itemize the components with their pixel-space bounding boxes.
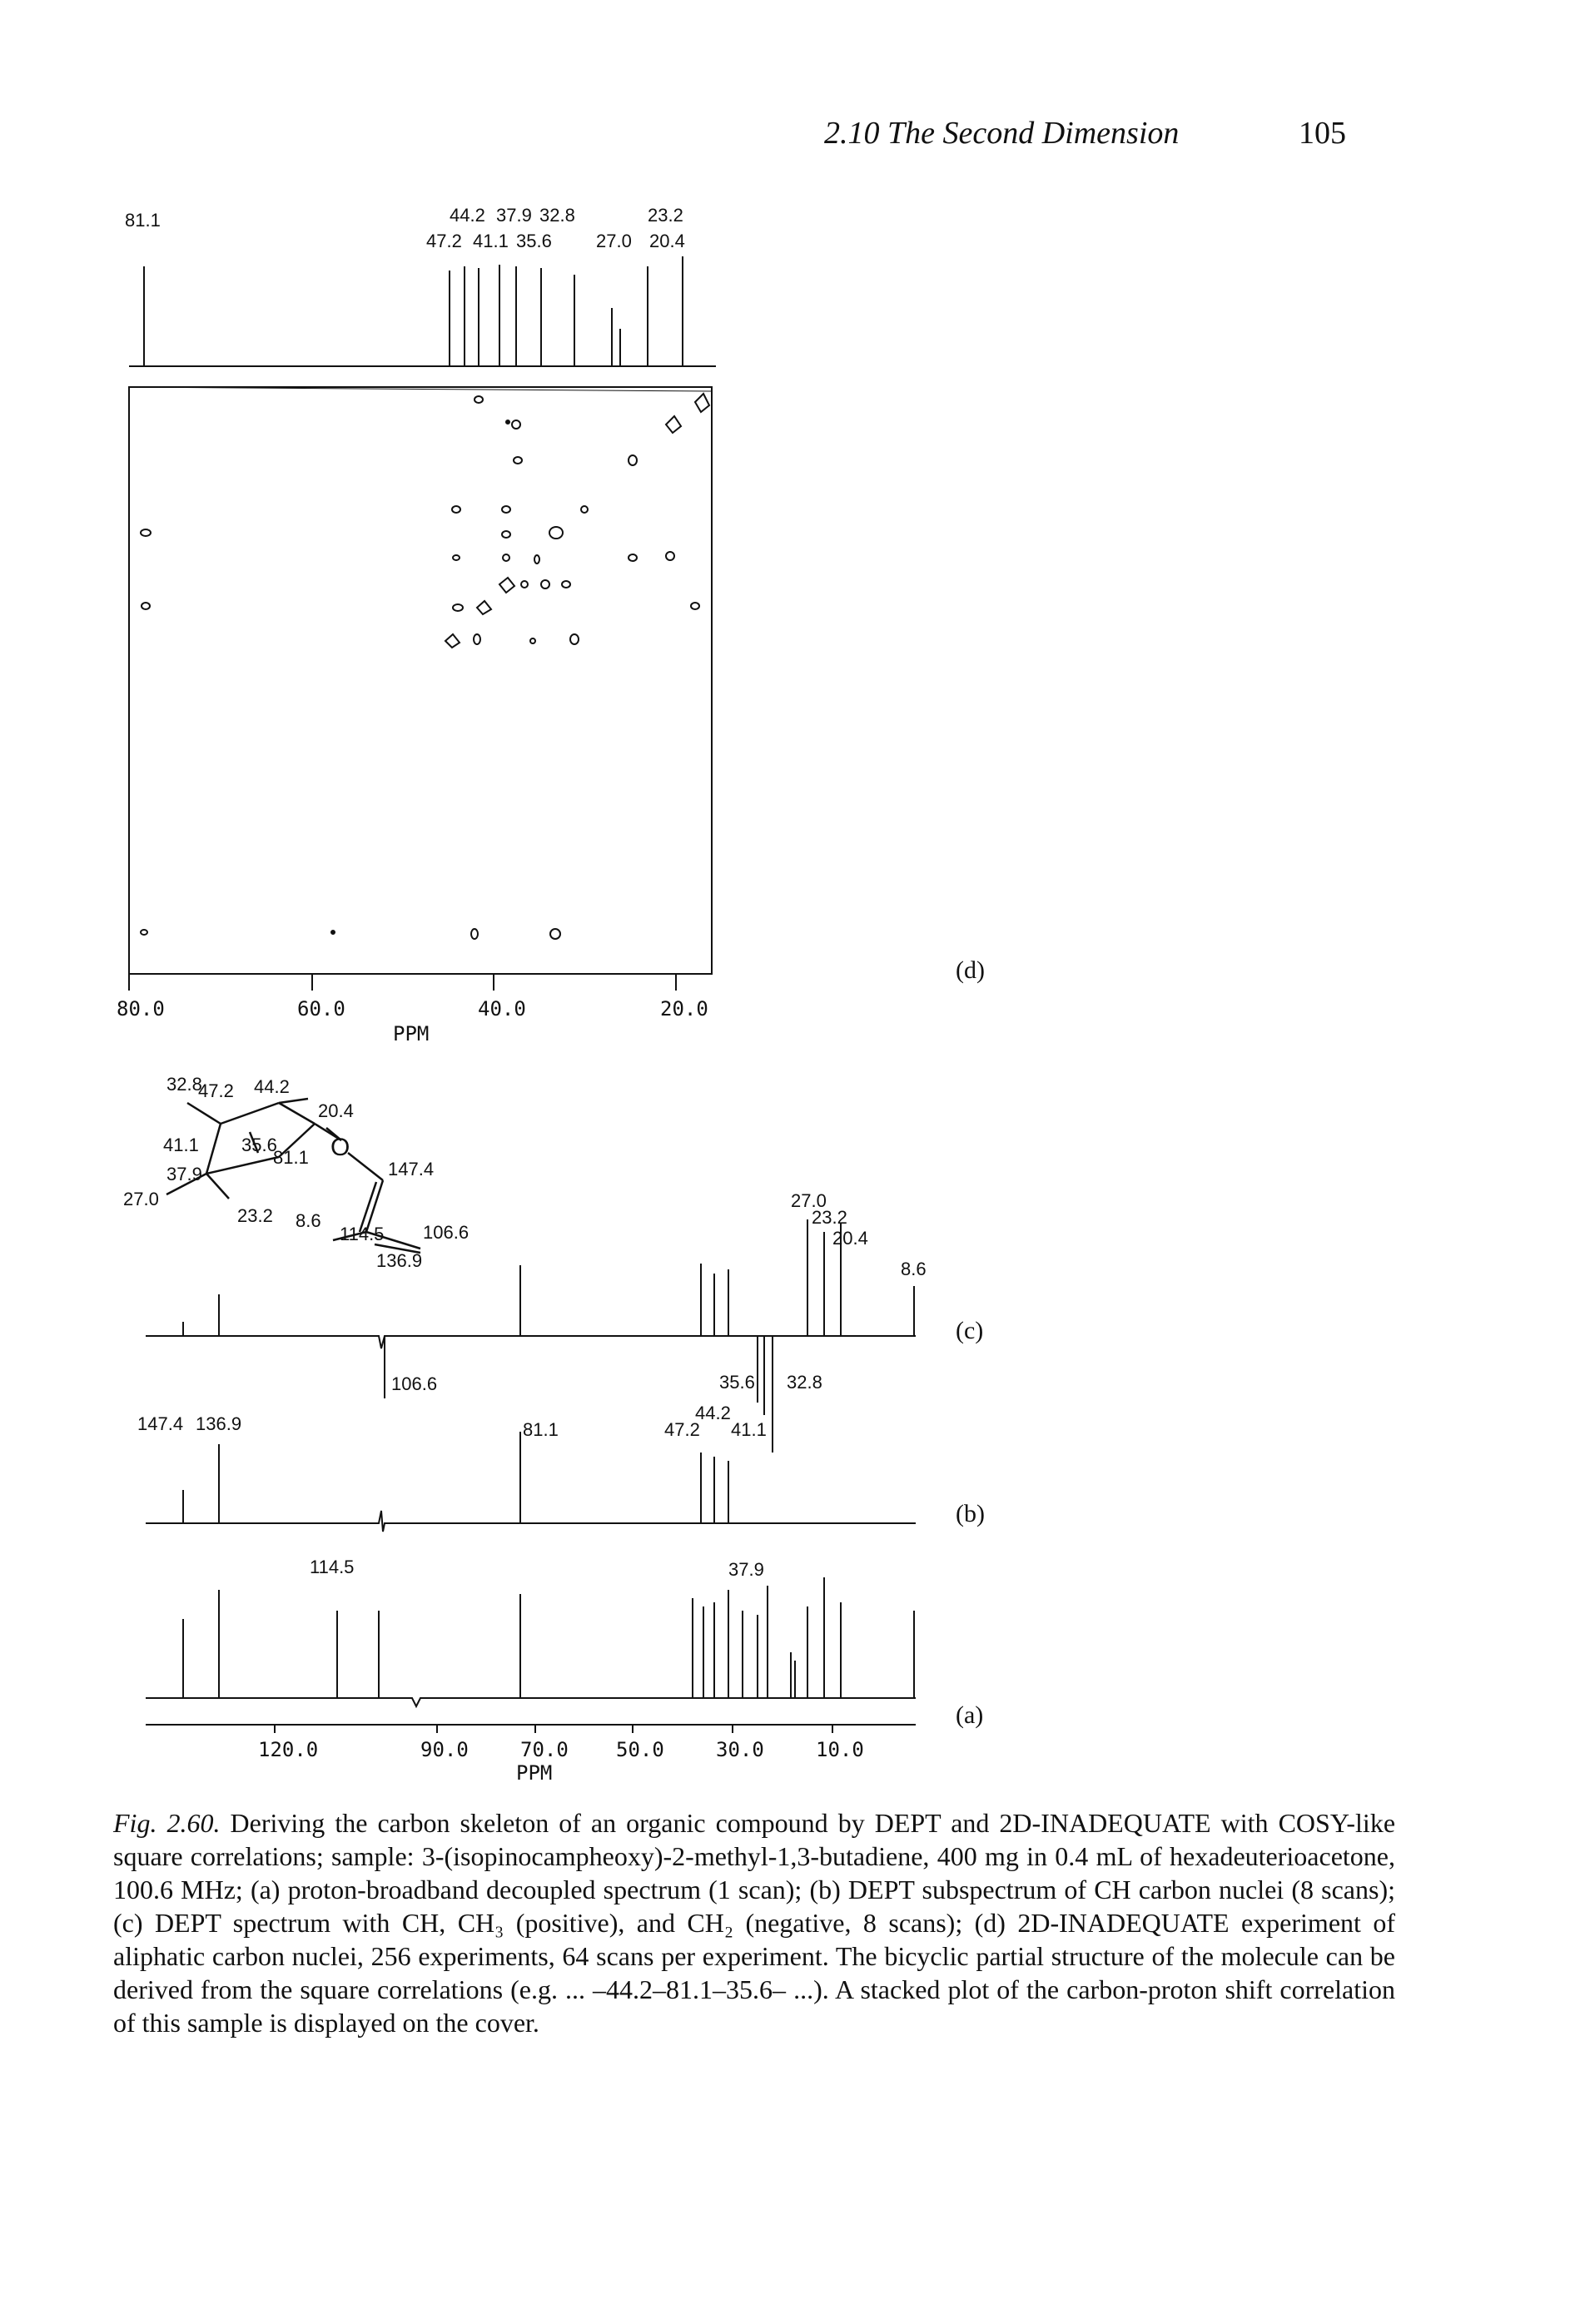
carbon-shift-label: 136.9: [376, 1250, 422, 1271]
peak-label: 41.1: [473, 231, 509, 251]
panel-label-c: (c): [956, 1317, 983, 1344]
peak-label: 35.6: [516, 231, 552, 251]
axis-tick-label: 90.0: [420, 1738, 469, 1761]
axis-tick-label: 60.0: [297, 997, 345, 1020]
panel-a-spectrum: [146, 1577, 916, 1733]
peak-label: 27.0: [596, 231, 632, 251]
running-title: 2.10 The Second Dimension: [824, 116, 1180, 151]
axis-tick-label: 20.0: [660, 997, 708, 1020]
carbon-shift-label: 27.0: [123, 1189, 159, 1209]
carbon-shift-label: 114.5: [340, 1224, 384, 1244]
panel-label-d: (d): [956, 956, 985, 984]
peak-label: 106.6: [391, 1373, 437, 1394]
peak-label: 23.2: [648, 205, 683, 226]
axis-tick-label: 10.0: [816, 1738, 864, 1761]
carbon-shift-label: 147.4: [388, 1159, 434, 1179]
panel-c-spectrum: [146, 1219, 916, 1452]
figure-caption: Fig. 2.60. Deriving the carbon skeleton …: [113, 1806, 1395, 2039]
carbon-shift-label: 23.2: [237, 1205, 273, 1226]
peak-label: 35.6: [719, 1372, 755, 1393]
panel-b-labels: 147.4 136.9 81.1 44.2 47.2 41.1 (b): [137, 1403, 985, 1527]
peak-label: 81.1: [523, 1419, 559, 1440]
panel-b-spectrum: [146, 1432, 916, 1532]
axis-tick-label: 80.0: [117, 997, 165, 1020]
peak-label: 81.1: [125, 210, 161, 231]
axis-tick-label: 40.0: [478, 997, 526, 1020]
peak-label: 136.9: [196, 1413, 241, 1434]
panel-label-a: (a): [956, 1701, 983, 1729]
panel-c-labels: 27.0 23.2 20.4 8.6 106.6 35.6 32.8 (c): [391, 1190, 983, 1394]
carbon-shift-label: 20.4: [318, 1100, 354, 1121]
peak-label: 147.4: [137, 1413, 183, 1434]
peak-label: 8.6: [901, 1259, 927, 1279]
panel-a-labels: 114.5 37.9 120.0 90.0 70.0 50.0 30.0 10.…: [258, 1557, 983, 1785]
caption-text: Deriving the carbon skeleton of an organ…: [113, 1808, 1396, 2038]
axis-unit-label: PPM: [393, 1022, 429, 1045]
figure-number: Fig. 2.60.: [113, 1808, 221, 1838]
panel-label-b: (b): [956, 1500, 985, 1527]
axis-tick-label: 120.0: [258, 1738, 318, 1761]
axis-tick-label: 70.0: [520, 1738, 569, 1761]
axis-tick-label: 50.0: [616, 1738, 664, 1761]
panel-d-peak-labels: 81.1 44.2 37.9 32.8 23.2 47.2 41.1 35.6 …: [125, 205, 685, 251]
panel-d-projection: [129, 256, 716, 367]
oxygen-atom: O: [330, 1134, 350, 1161]
carbon-shift-label: 44.2: [254, 1076, 290, 1097]
peak-label: 23.2: [812, 1207, 847, 1228]
carbon-shift-label: 8.6: [296, 1210, 321, 1231]
peak-label: 44.2: [695, 1403, 731, 1423]
carbon-shift-label: 32.8: [166, 1074, 202, 1095]
carbon-shift-label: 41.1: [163, 1135, 199, 1155]
peak-label: 47.2: [426, 231, 462, 251]
peak-label: 114.5: [310, 1557, 354, 1577]
peak-label: 37.9: [496, 205, 532, 226]
peak-label: 47.2: [664, 1419, 700, 1440]
peak-label: 27.0: [791, 1190, 827, 1211]
carbon-shift-label: 47.2: [198, 1080, 234, 1101]
peak-label: 20.4: [832, 1228, 868, 1249]
peak-label: 41.1: [731, 1419, 767, 1440]
carbon-shift-label: 106.6: [423, 1222, 469, 1243]
peak-label: 37.9: [728, 1559, 764, 1580]
nmr-figure: 81.1 44.2 37.9 32.8 23.2 47.2 41.1 35.6 …: [117, 205, 985, 1785]
axis-unit-label: PPM: [516, 1761, 552, 1785]
page-number: 105: [1299, 116, 1346, 151]
chemical-structure: O 32.8 47.2 44.2 20.4 41.1 35.6 81.1 37.…: [123, 1074, 469, 1271]
peak-label: 44.2: [450, 205, 485, 226]
peak-label: 20.4: [649, 231, 685, 251]
carbon-shift-label: 35.6: [241, 1135, 277, 1155]
carbon-shift-label: 37.9: [166, 1164, 202, 1184]
axis-tick-label: 30.0: [716, 1738, 764, 1761]
panel-d-axis: [128, 973, 712, 991]
correlation-contours: [140, 392, 711, 940]
peak-label: 32.8: [787, 1372, 822, 1393]
carbon-shift-label: 81.1: [273, 1147, 309, 1168]
panel-d-2d-plot: 80.0 60.0 40.0 20.0 PPM (d): [117, 386, 985, 1045]
peak-label: 32.8: [539, 205, 575, 226]
